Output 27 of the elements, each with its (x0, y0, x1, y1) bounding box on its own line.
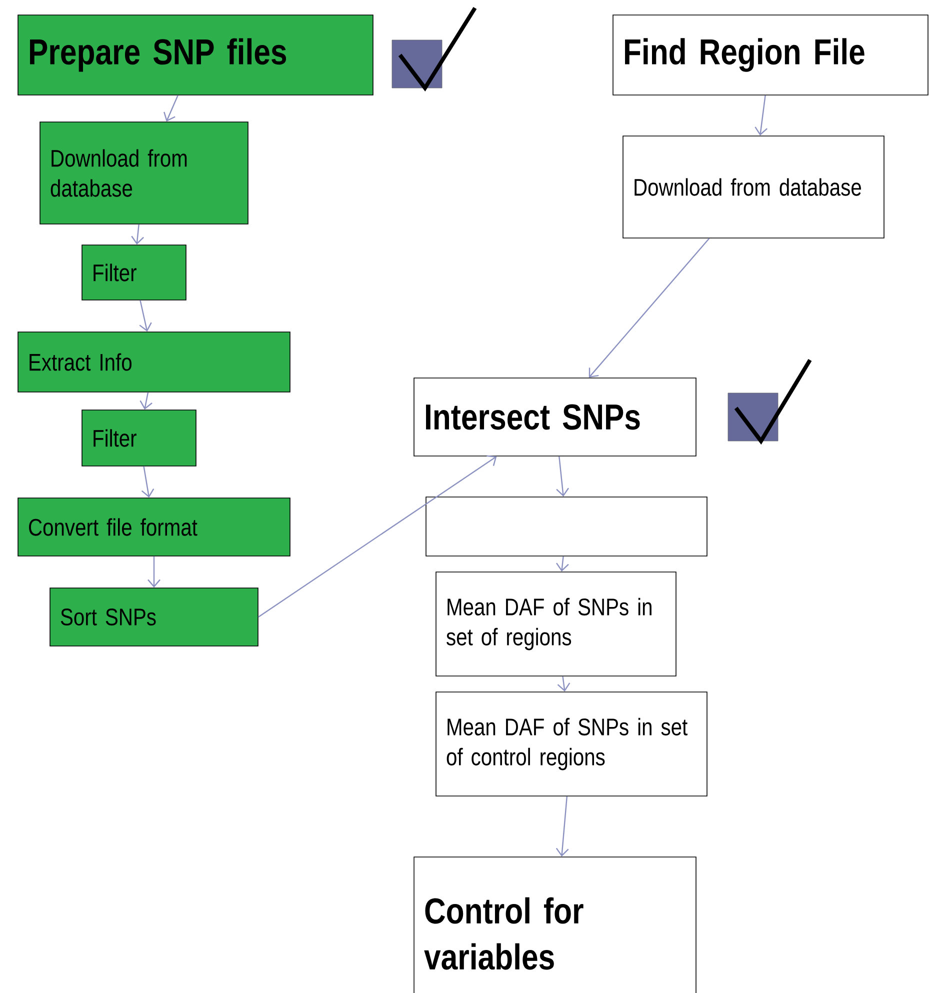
title-box: Intersect SNPs (414, 378, 696, 456)
process-box: Mean DAF of SNPs in set of regions (436, 572, 676, 676)
arrow (258, 455, 497, 618)
title-box: Prepare SNP files (18, 14, 374, 96)
arrow (164, 95, 178, 122)
arrow (588, 238, 710, 378)
arrow (140, 392, 152, 410)
process-box: Convert file format (18, 498, 290, 556)
process-box: Sort SNPs (50, 588, 258, 646)
arrow (556, 456, 569, 497)
process-box: Mean DAF of SNPs in set of control regions (436, 692, 708, 796)
title-box: Control for variables (414, 856, 696, 993)
arrow (557, 676, 570, 692)
arrow (754, 95, 768, 136)
process-box (426, 496, 708, 556)
arrow (131, 224, 144, 245)
process-box: Filter (82, 410, 196, 466)
title-box: Find Region File (612, 14, 928, 96)
process-box: Download from database (622, 136, 884, 238)
arrow (141, 466, 154, 498)
arrow (148, 556, 160, 588)
arrow (556, 796, 569, 857)
process-box: Download from database (40, 122, 248, 224)
process-box: Extract Info (18, 332, 290, 392)
arrow (556, 556, 569, 572)
process-box: Filter (82, 244, 186, 300)
arrow (139, 300, 152, 332)
